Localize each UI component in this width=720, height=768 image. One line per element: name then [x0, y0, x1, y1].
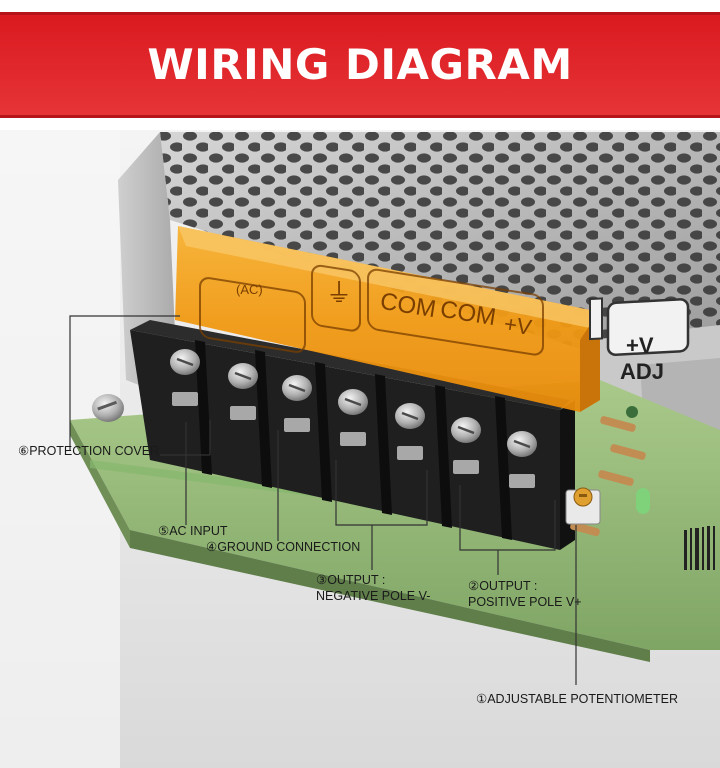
cover-marking-ac: (AC): [236, 282, 263, 297]
cover-marking-pos: +V: [502, 311, 534, 341]
cover-marking-com-1: COM: [378, 287, 438, 324]
callout-output-positive-line-2: POSITIVE POLE V+: [468, 595, 582, 609]
callout-output-positive: ②OUTPUT : POSITIVE POLE V+: [468, 578, 582, 610]
callout-ac-input: ⑤AC INPUT: [158, 524, 228, 538]
cover-marking-com-2: COM: [438, 295, 498, 332]
callout-output-positive-line-1: ②OUTPUT :: [468, 579, 538, 593]
callout-protection-cover: ⑥PROTECTION COVER: [18, 444, 160, 458]
callout-ground-connection: ④GROUND CONNECTION: [206, 540, 361, 554]
callout-output-negative-line-2: NEGATIVE POLE V-: [316, 589, 431, 603]
title-banner: [0, 0, 720, 130]
callout-potentiometer: ①ADJUSTABLE POTENTIOMETER: [476, 692, 678, 706]
callout-output-negative-line-1: ③OUTPUT :: [316, 573, 386, 587]
page-title: WIRING DIAGRAM: [147, 40, 573, 89]
plate-marking-pos: +V: [626, 333, 654, 358]
power-supply-illustration: [0, 130, 720, 768]
cover-marking-ground: ⏚: [326, 279, 353, 309]
plate-marking-adj: ADJ: [620, 359, 665, 384]
callout-output-negative: ③OUTPUT : NEGATIVE POLE V-: [316, 572, 430, 604]
